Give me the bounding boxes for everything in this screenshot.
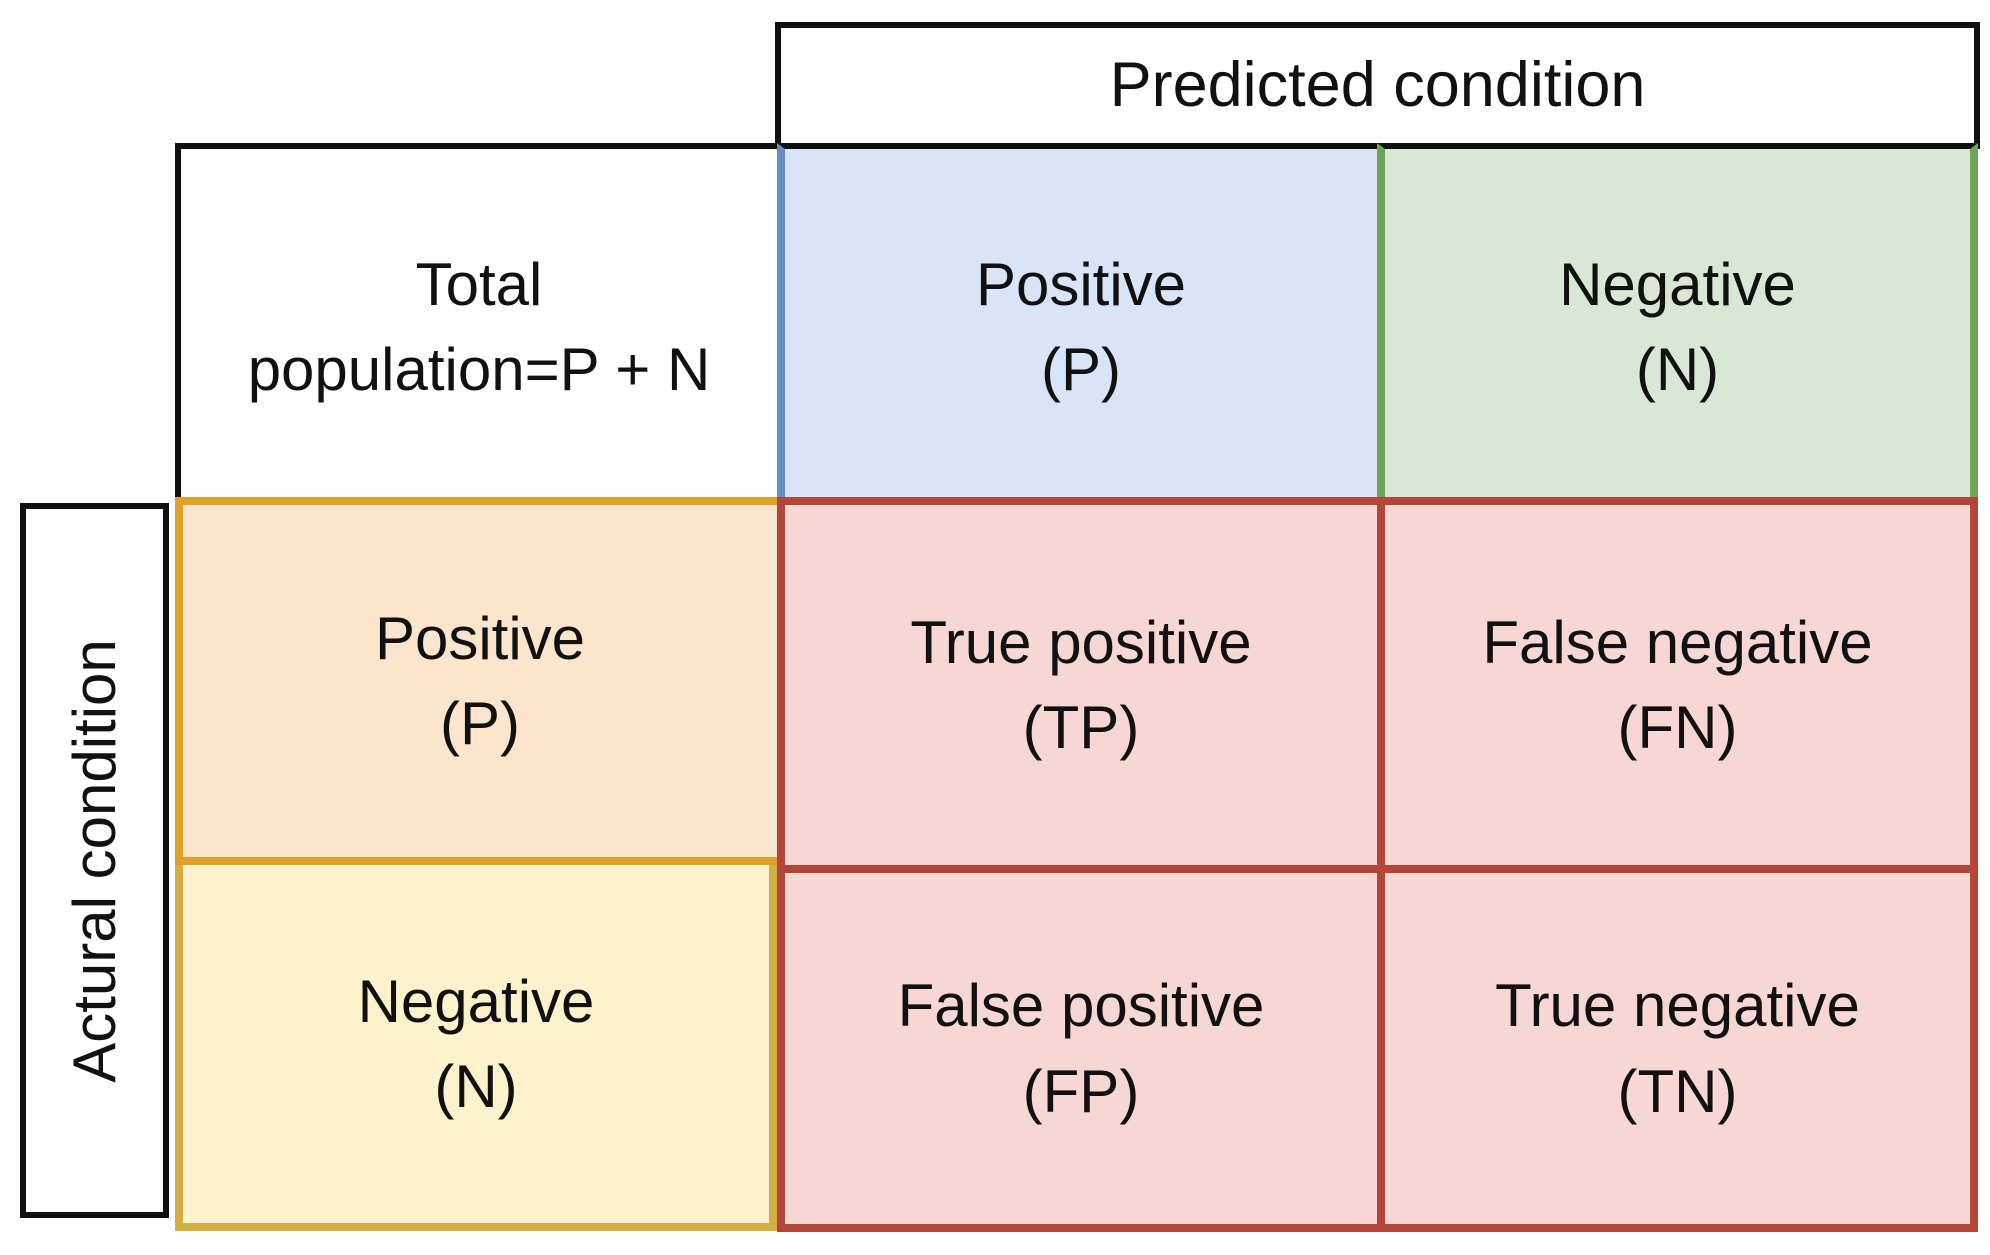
outcome-quadrants: True positive (TP) False negative (FN) F… bbox=[777, 497, 1978, 1232]
total-population-cell: Total population=P + N bbox=[175, 143, 777, 505]
false-positive-line1: False positive bbox=[897, 972, 1265, 1040]
actual-positive-line2: (P) bbox=[440, 690, 520, 757]
actual-negative-cell: Negative (N) bbox=[175, 865, 777, 1231]
total-population-line2: population=P + N bbox=[247, 336, 711, 403]
true-negative-line2: (TN) bbox=[1617, 1057, 1738, 1125]
false-negative-line2: (FN) bbox=[1617, 694, 1738, 761]
predicted-negative-cell: Negative (N) bbox=[1377, 143, 1978, 505]
false-negative-cell: False negative (FN) bbox=[1385, 505, 1970, 865]
true-positive-line1: True positive bbox=[910, 608, 1252, 676]
predicted-condition-label: Predicted condition bbox=[1109, 50, 1646, 120]
predicted-negative-line2: (N) bbox=[1635, 336, 1720, 403]
true-positive-line2: (TP) bbox=[1022, 694, 1140, 761]
predicted-positive-line1: Positive bbox=[975, 250, 1187, 318]
actual-negative-line1: Negative bbox=[357, 967, 595, 1035]
actual-negative-line2: (N) bbox=[434, 1053, 518, 1120]
true-negative-line1: True negative bbox=[1495, 972, 1860, 1040]
true-positive-cell: True positive (TP) bbox=[785, 505, 1377, 865]
actual-condition-header: Actural condition bbox=[20, 503, 169, 1218]
false-positive-cell: False positive (FP) bbox=[785, 873, 1377, 1224]
predicted-positive-line2: (P) bbox=[1041, 336, 1121, 403]
true-negative-cell: True negative (TN) bbox=[1385, 873, 1970, 1224]
predicted-condition-header: Predicted condition bbox=[775, 22, 1980, 149]
false-positive-line2: (FP) bbox=[1022, 1057, 1140, 1125]
predicted-negative-line1: Negative bbox=[1559, 250, 1796, 318]
actual-condition-label: Actural condition bbox=[60, 638, 128, 1083]
actual-positive-cell: Positive (P) bbox=[175, 497, 777, 865]
false-negative-line1: False negative bbox=[1482, 608, 1873, 676]
actual-positive-line1: Positive bbox=[374, 604, 586, 672]
total-population-line1: Total bbox=[415, 250, 543, 318]
predicted-positive-cell: Positive (P) bbox=[777, 143, 1377, 505]
